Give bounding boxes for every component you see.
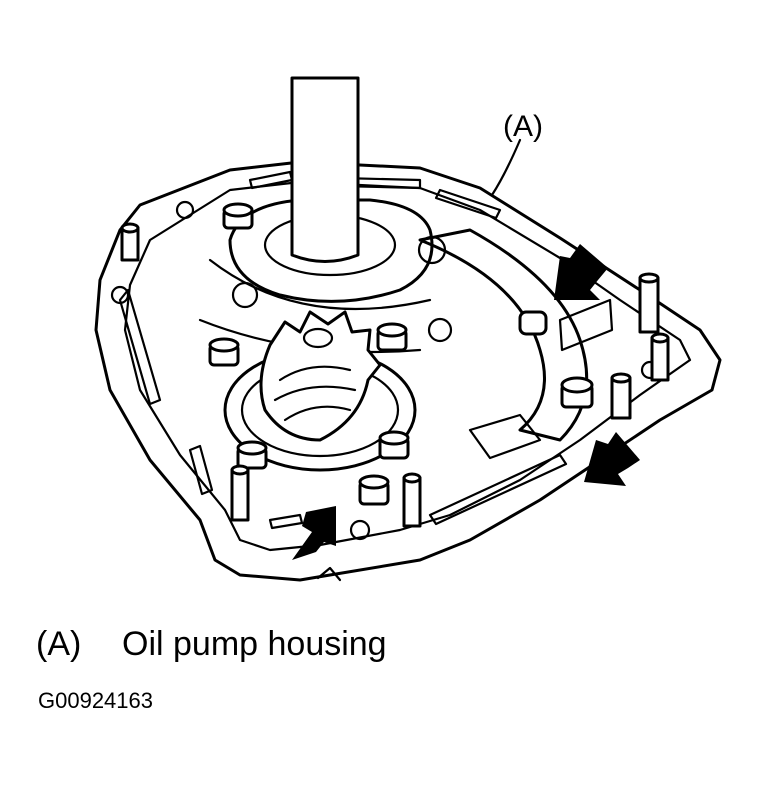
flange-slot: [188, 444, 214, 496]
bolt: [208, 337, 240, 367]
housing-outer-edge: [94, 160, 722, 582]
figure-id: G00924163: [38, 688, 153, 713]
flange-slot: [428, 453, 568, 526]
bolt: [376, 322, 408, 352]
shaft-boss: [228, 198, 434, 303]
bolt-hole: [349, 519, 371, 541]
gear-teeth: [273, 385, 357, 402]
legend-entry: (A) Oil pump housing: [36, 622, 387, 666]
channel-wall: [208, 258, 432, 311]
flange-slot: [434, 188, 502, 220]
arrow-upper-right: [554, 244, 608, 300]
bolt-hole: [110, 285, 130, 305]
flange-slot: [268, 513, 304, 530]
dowel-pin: [402, 472, 422, 528]
bolt-hole: [175, 200, 195, 220]
callout-leader: [490, 138, 522, 197]
legend-text: Oil pump housing: [122, 625, 387, 663]
dowel-pin: [518, 310, 548, 336]
inner-rib: [558, 298, 614, 352]
drive-gear: [259, 310, 382, 442]
break-line: [316, 566, 342, 582]
dowel-pin: [230, 464, 250, 522]
bolt: [560, 376, 594, 409]
legend-key: (A): [36, 625, 82, 663]
oil-pump-housing-illustration: (A): [94, 76, 722, 582]
bolt: [236, 440, 268, 470]
bolt: [358, 474, 390, 506]
inner-rib: [468, 413, 542, 460]
dowel-pin: [610, 372, 632, 420]
shaft: [290, 76, 360, 263]
gear-teeth: [283, 405, 352, 422]
dowel-pin: [120, 222, 140, 262]
flange-slot: [118, 288, 162, 406]
bolt: [378, 430, 410, 460]
arrow-right: [584, 432, 640, 486]
dowel-pin: [638, 272, 660, 334]
bolt: [222, 202, 254, 230]
gear-bore: [302, 327, 334, 349]
arrow-lower-left: [292, 506, 336, 560]
callout-label: (A): [503, 110, 543, 143]
gear-teeth: [278, 365, 352, 382]
line-drawing: (A): [94, 76, 722, 582]
dowel-pin: [650, 332, 670, 382]
housing-inner-rim: [123, 180, 692, 552]
channel-wall: [418, 228, 589, 442]
bolt-hole: [427, 317, 453, 343]
